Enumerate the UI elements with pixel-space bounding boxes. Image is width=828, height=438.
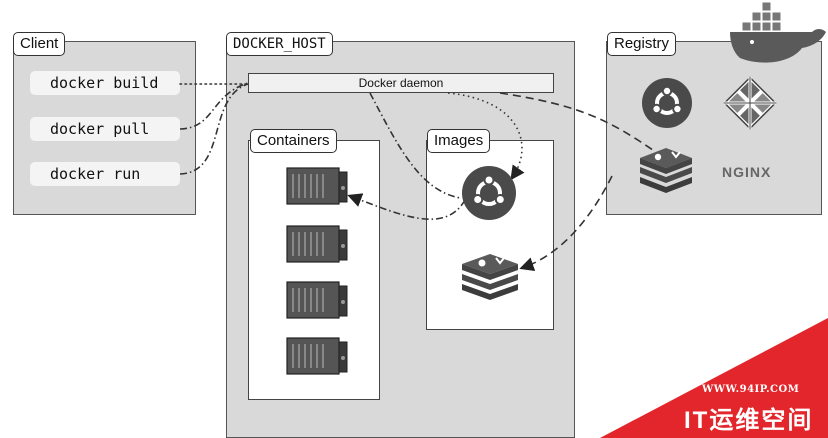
docker-pull-command: docker pull: [30, 117, 180, 141]
daemon-to-image-build-arrow: [447, 92, 525, 181]
watermark-url: WWW.94IP.COM: [702, 384, 800, 395]
redis-icon: [462, 254, 518, 300]
centos-icon: [723, 76, 777, 130]
ubuntu-icon: [462, 166, 516, 220]
ubuntu-icon: [642, 78, 692, 128]
redis-icon: [640, 148, 692, 193]
docker-whale-icon: [730, 1, 826, 63]
client-title: Client: [13, 32, 66, 56]
docker-build-command: docker build: [30, 71, 180, 95]
daemon-to-registry-arrow: [499, 92, 661, 156]
run-connector: [179, 83, 249, 175]
daemon-to-image-run: [369, 92, 461, 199]
registry-to-images-arrow: [519, 175, 613, 272]
docker-daemon-bar: Docker daemon: [248, 73, 554, 93]
container-icon: [286, 167, 348, 205]
container-icon: [286, 225, 348, 263]
registry-title: Registry: [607, 32, 677, 56]
nginx-logo: NGINX: [722, 164, 772, 180]
container-icon: [286, 281, 348, 319]
watermark-name: IT运维空间: [684, 407, 814, 434]
pull-connector: [179, 82, 249, 130]
images-title: Images: [427, 129, 491, 153]
container-icon: [286, 337, 348, 375]
docker-host-title: DOCKER_HOST: [226, 32, 333, 56]
docker-run-command: docker run: [30, 162, 180, 186]
image-to-container-arrow: [347, 193, 466, 220]
containers-title: Containers: [250, 129, 337, 153]
registry-panel: [606, 41, 822, 215]
